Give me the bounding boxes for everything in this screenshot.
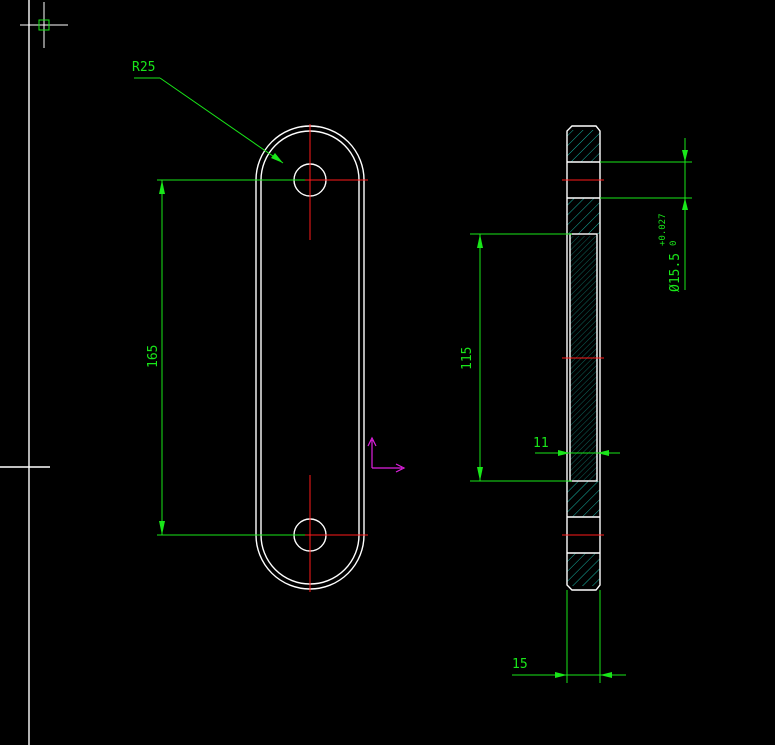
thickness-dimension: 15 — [512, 590, 626, 683]
crosshair-cursor-icon — [20, 2, 68, 48]
radius-label: R25 — [132, 60, 155, 75]
ucs-icon — [367, 436, 406, 473]
slot-width-label: 11 — [533, 436, 549, 451]
slot-width-dimension: 11 — [533, 436, 620, 456]
slot-length-label: 115 — [460, 347, 475, 370]
bore-tol-lower: 0 — [669, 241, 679, 246]
slot-length-dimension: 115 — [460, 233, 572, 482]
radius-dimension: R25 — [132, 60, 284, 164]
hole-spacing-dimension: 165 — [146, 179, 305, 536]
front-view — [253, 124, 368, 592]
bore-dimension: Ø15.5 +0.027 0 — [600, 138, 692, 292]
bore-tol-upper: +0.027 — [658, 213, 668, 246]
thickness-label: 15 — [512, 657, 528, 672]
hole-spacing-label: 165 — [146, 345, 161, 368]
vertical-guide-line — [0, 0, 50, 745]
side-view — [562, 125, 604, 591]
side-outline — [566, 125, 601, 591]
bore-label: Ø15.5 — [668, 253, 683, 292]
